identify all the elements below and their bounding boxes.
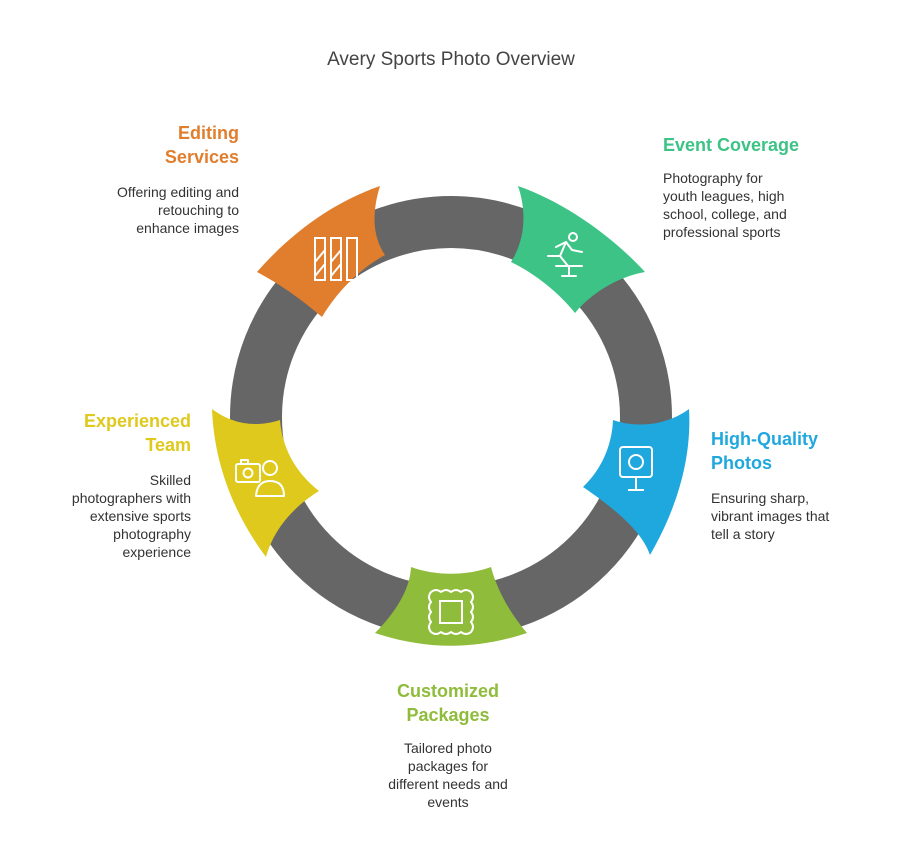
photographer-icon	[235, 459, 285, 497]
heading-line: Team	[145, 435, 191, 455]
customized-packages-heading: Customized Packages	[348, 679, 548, 727]
customized-packages-segment	[375, 567, 527, 646]
desc-line: vibrant images that	[711, 508, 830, 524]
heading-line: Event Coverage	[663, 135, 800, 155]
desc-line: professional sports	[663, 224, 781, 240]
heading-line: Packages	[406, 705, 490, 725]
desc-line: Skilled	[149, 472, 191, 488]
heading-line: Customized	[396, 681, 499, 701]
desc-line: Ensuring sharp,	[711, 490, 810, 506]
hurdle-runner-icon	[547, 232, 583, 277]
desc-line: school, college, and	[663, 206, 787, 222]
experienced-team-segment	[212, 409, 319, 557]
heading-line: Experienced	[83, 411, 191, 431]
desc-line: different needs and	[388, 776, 508, 792]
camera-on-tripod-icon	[619, 446, 653, 491]
high-quality-photos-heading: High-Quality Photos	[711, 427, 891, 475]
desc-line: Tailored photo	[404, 740, 492, 756]
editing-services-description: Offering editing and retouching to enhan…	[80, 183, 239, 237]
bars-icon	[314, 237, 358, 281]
event-coverage-heading: Event Coverage	[663, 133, 863, 157]
editing-services-heading: Editing Services	[100, 121, 239, 169]
desc-line: extensive sports	[89, 508, 191, 524]
experienced-team-description: Skilled photographers with extensive spo…	[30, 471, 191, 561]
desc-line: Photography for	[663, 170, 763, 186]
diagram-title: Avery Sports Photo Overview	[327, 49, 575, 70]
experienced-team-heading: Experienced Team	[40, 409, 191, 457]
desc-line: events	[427, 794, 469, 810]
desc-line: tell a story	[711, 526, 775, 542]
framed-picture-icon	[428, 589, 474, 635]
customized-packages-description: Tailored photo packages for different ne…	[348, 739, 548, 811]
event-coverage-description: Photography for youth leagues, high scho…	[663, 169, 863, 241]
desc-line: retouching to	[158, 202, 239, 218]
desc-line: youth leagues, high	[663, 188, 785, 204]
desc-line: Offering editing and	[117, 184, 239, 200]
desc-line: enhance images	[136, 220, 239, 236]
event-coverage-segment	[511, 186, 645, 313]
desc-line: experience	[122, 544, 192, 560]
desc-line: packages for	[407, 758, 489, 774]
desc-line: photographers with	[71, 490, 191, 506]
heading-line: Photos	[711, 453, 772, 473]
high-quality-photos-segment	[583, 409, 690, 555]
high-quality-photos-description: Ensuring sharp, vibrant images that tell…	[711, 489, 891, 543]
heading-line: Editing	[178, 123, 239, 143]
editing-services-segment	[257, 186, 385, 317]
heading-line: Services	[164, 147, 239, 167]
desc-line: photography	[113, 526, 191, 542]
heading-line: High-Quality	[711, 429, 818, 449]
